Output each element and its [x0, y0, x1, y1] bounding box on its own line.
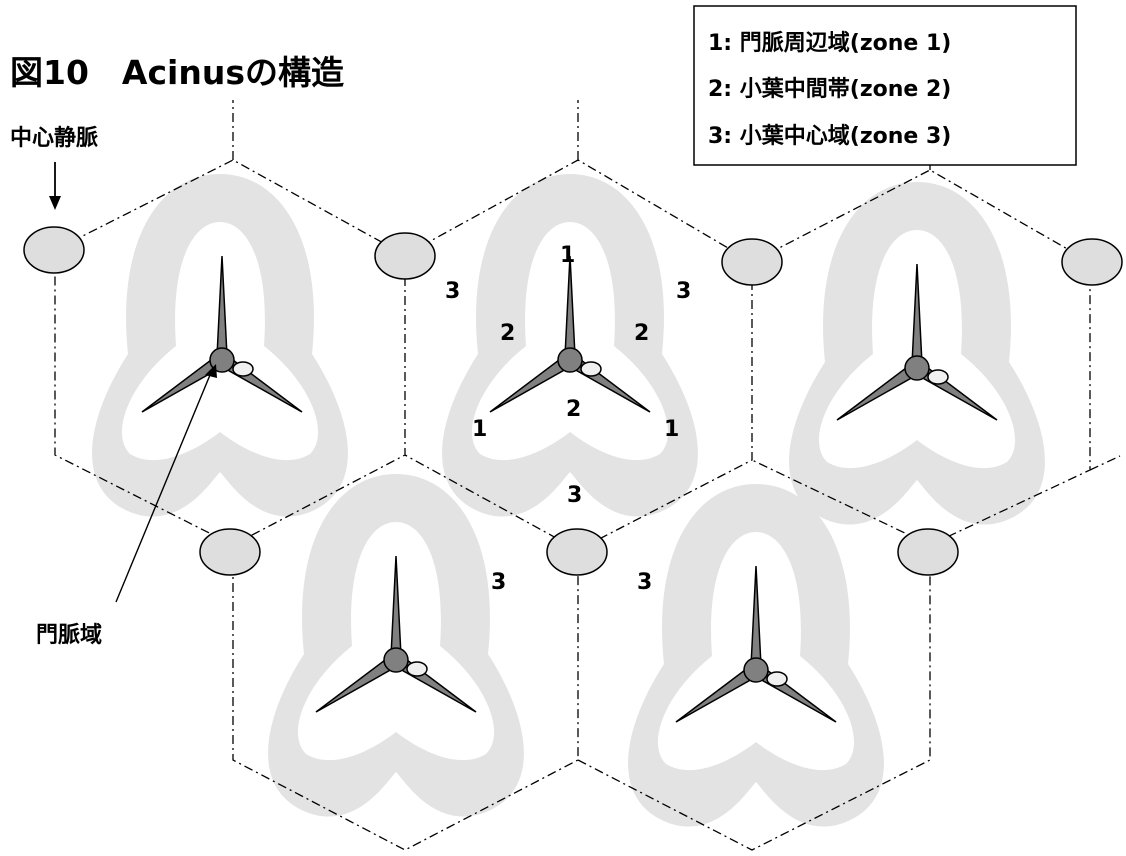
zone-label-1-right: 1: [664, 417, 679, 442]
legend-item-zone-3: 3: 小葉中心域(zone 3): [708, 123, 951, 149]
legend-item-zone-1: 1: 門脈周辺域(zone 1): [708, 30, 951, 56]
central-vein-label: 中心静脈: [10, 125, 98, 151]
central-vein-arrow: [49, 162, 61, 210]
zone-label-3-e: 3: [637, 570, 652, 595]
zone-label-1-left: 1: [472, 417, 487, 442]
zone-label-3-b: 3: [676, 279, 691, 304]
portal-area-arrow: [115, 364, 217, 603]
legend-box: 1: 門脈周辺域(zone 1) 2: 小葉中間帯(zone 2) 3: 小葉中…: [693, 5, 1077, 166]
zone-label-3-c: 3: [567, 483, 582, 508]
zone-label-2-bottom: 2: [566, 397, 581, 422]
zone-label-2-left: 2: [500, 321, 515, 346]
zone-label-3-a: 3: [445, 279, 460, 304]
zone-label-2-right: 2: [634, 321, 649, 346]
portal-area-label: 門脈域: [36, 622, 102, 648]
figure-title: 図10 Acinusの構造: [10, 53, 344, 92]
legend-item-zone-2: 2: 小葉中間帯(zone 2): [708, 76, 951, 102]
hexagon-grid: [54, 100, 1121, 851]
zone-labels: 1 1 1 2 2 2 3 3 3 3 3: [445, 243, 691, 595]
central-veins: [23, 226, 1123, 576]
zone-label-3-d: 3: [491, 570, 506, 595]
zone-label-1-top: 1: [560, 243, 575, 268]
